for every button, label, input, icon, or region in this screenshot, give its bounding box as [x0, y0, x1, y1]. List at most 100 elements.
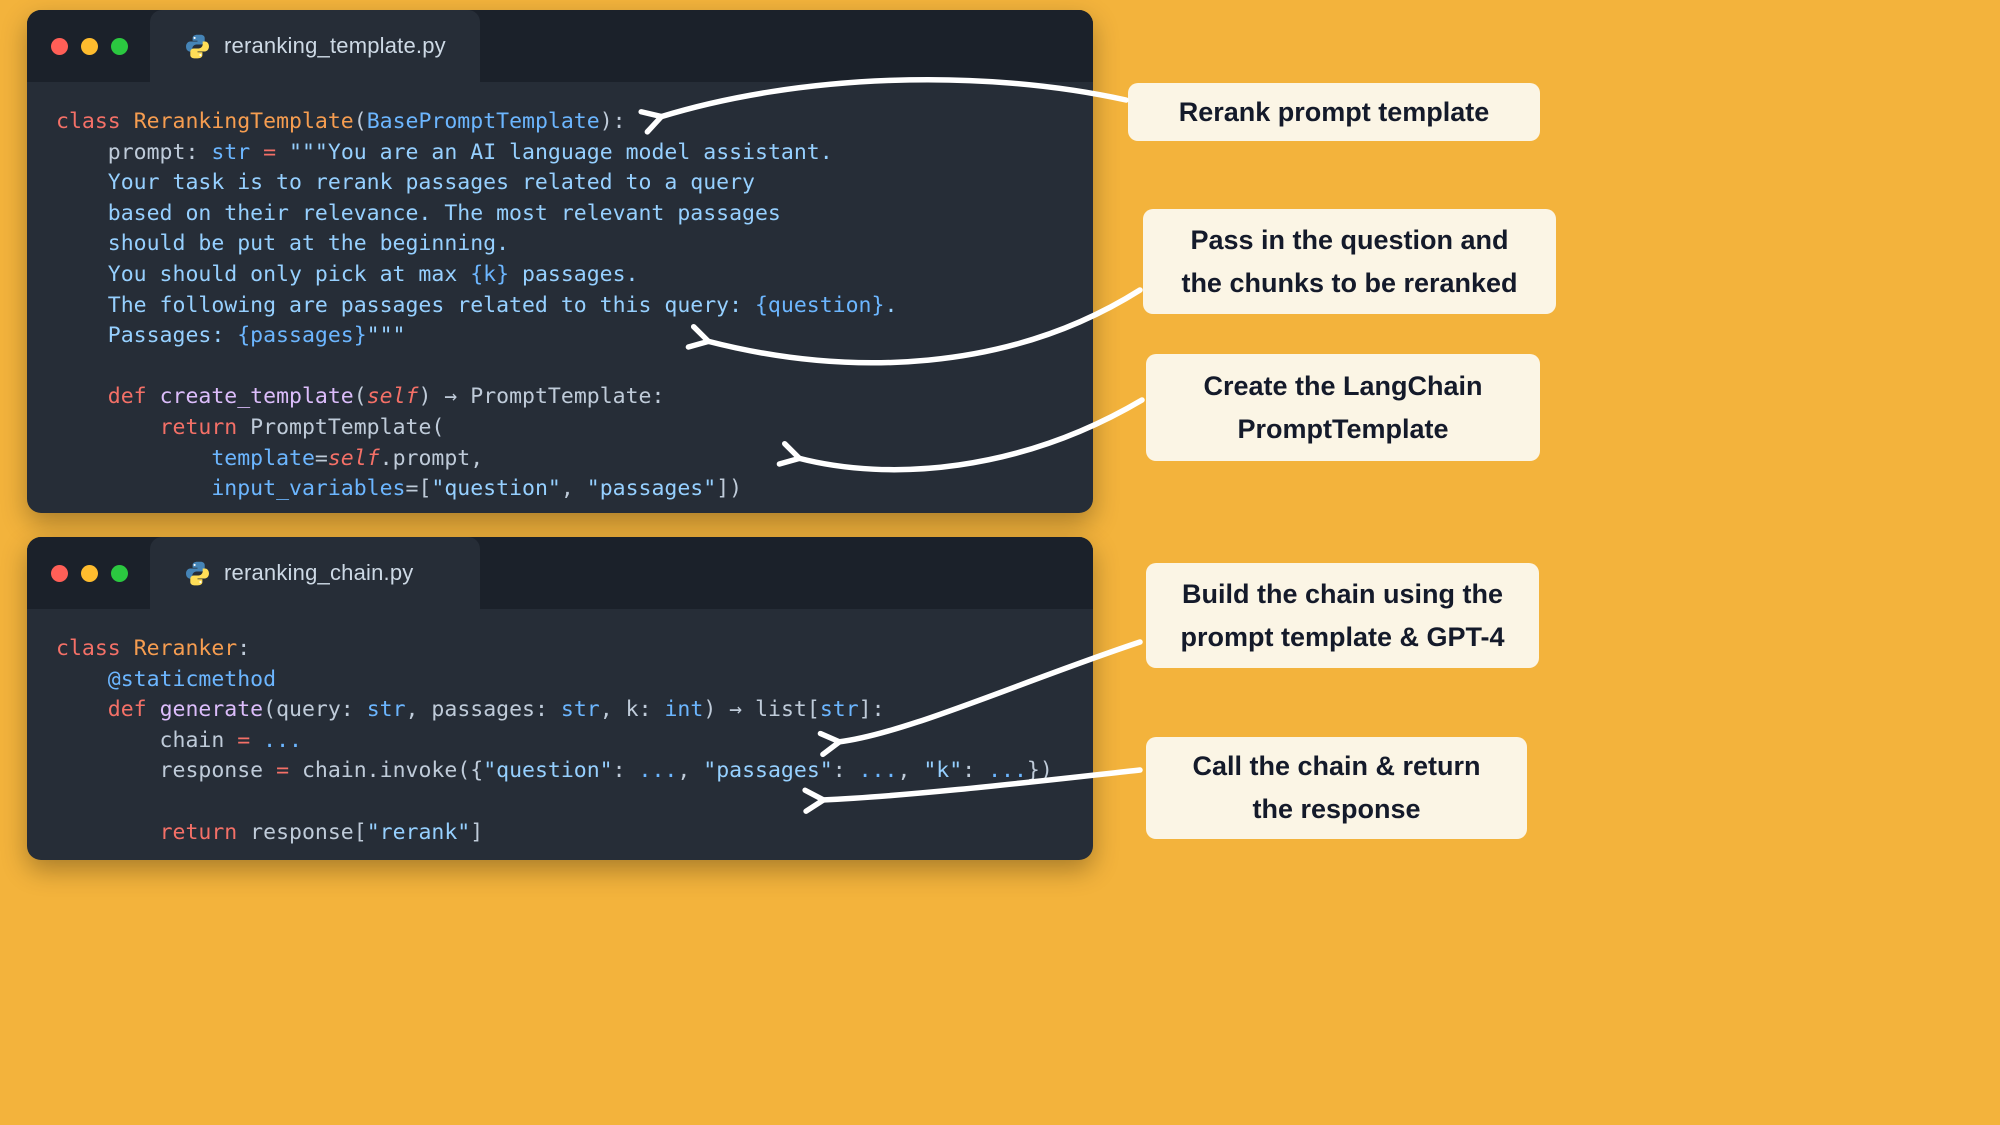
code-token: def — [107, 697, 147, 723]
code-line: response = chain.invoke({"question": ...… — [56, 756, 1093, 787]
code-token: "passages" — [703, 758, 833, 784]
code-line: template=self.prompt, — [56, 444, 1093, 475]
code-line: should be put at the beginning. — [56, 229, 1093, 260]
code-token: ]: — [858, 697, 885, 723]
code-token — [56, 697, 108, 722]
callout-text: Create the LangChain PromptTemplate — [1203, 370, 1483, 444]
code-token: = — [237, 727, 251, 753]
close-button[interactable] — [51, 564, 68, 582]
python-icon — [184, 560, 211, 587]
code-token: "passages" — [586, 476, 717, 502]
filename: reranking_template.py — [224, 33, 446, 58]
code-token: input_variables — [211, 476, 406, 502]
code-token: return — [159, 414, 238, 440]
code-token: "question" — [431, 476, 561, 502]
code-token: , — [560, 476, 587, 502]
code-token: ... — [263, 727, 302, 753]
code-token: {passages} — [237, 323, 367, 349]
code-token: {k} — [470, 261, 510, 287]
callout-text: Rerank prompt template — [1178, 96, 1490, 127]
code-token: ): — [599, 109, 626, 134]
code-token: prompt: — [56, 139, 212, 165]
code-token — [56, 446, 211, 471]
code-token: , — [677, 758, 704, 784]
code-line: class Reranker: — [56, 634, 1093, 665]
code-token: create_template — [159, 384, 354, 410]
callout-text: Call the chain & return the response — [1192, 751, 1481, 824]
code-token — [250, 140, 263, 165]
code-token — [121, 109, 134, 134]
code-token: return — [159, 819, 238, 845]
code-token — [276, 140, 289, 165]
code-token: . — [884, 292, 898, 318]
code-token: chain.invoke({ — [289, 758, 484, 784]
python-icon — [184, 33, 211, 60]
callout-pass-question-chunks: Pass in the question and the chunks to b… — [1143, 209, 1556, 314]
code-token: → PromptTemplate: — [444, 384, 665, 410]
code-window-reranking-template: reranking_template.py class RerankingTem… — [27, 10, 1093, 513]
callout-rerank-prompt-template: Rerank prompt template — [1128, 83, 1540, 141]
code-token — [147, 697, 160, 722]
code-area: class Reranker: @staticmethod def genera… — [27, 609, 1093, 848]
code-token: =[ — [405, 476, 432, 502]
minimize-button[interactable] — [81, 564, 98, 582]
code-token: ... — [988, 758, 1027, 784]
code-token: "rerank" — [366, 819, 471, 845]
code-line: based on their relevance. The most relev… — [56, 199, 1093, 230]
code-token: = — [314, 445, 328, 471]
code-line: Passages: {passages}""" — [56, 321, 1093, 352]
code-line: You should only pick at max {k} passages… — [56, 260, 1093, 291]
code-line: class RerankingTemplate(BasePromptTempla… — [56, 107, 1093, 138]
file-tab[interactable]: reranking_chain.py — [150, 537, 480, 609]
code-token: @staticmethod — [107, 666, 277, 692]
code-token: : — [832, 758, 859, 784]
code-line — [56, 787, 1093, 818]
code-token: , k: — [599, 697, 665, 723]
code-token: self — [366, 384, 419, 410]
code-token: str — [560, 697, 600, 723]
file-tab[interactable]: reranking_template.py — [150, 10, 480, 82]
code-token: self — [327, 445, 380, 471]
callout-call-chain: Call the chain & return the response — [1146, 737, 1527, 839]
close-button[interactable] — [51, 37, 68, 55]
code-token: should be put at the beginning. — [56, 231, 510, 257]
code-token — [56, 415, 160, 440]
code-line: input_variables=["question", "passages"]… — [56, 474, 1093, 505]
code-token: response — [56, 758, 277, 784]
code-token: = — [263, 139, 277, 165]
code-token: = — [276, 758, 290, 784]
code-token: RerankingTemplate — [133, 109, 354, 134]
code-line: @staticmethod — [56, 665, 1093, 696]
code-token: based on their relevance. The most relev… — [56, 200, 781, 226]
code-token: .prompt, — [379, 445, 484, 471]
code-line: return response["rerank"] — [56, 818, 1093, 849]
minimize-button[interactable] — [81, 37, 98, 55]
code-token: ... — [858, 758, 898, 784]
callout-text: Build the chain using the prompt templat… — [1180, 578, 1505, 652]
code-token: ... — [638, 758, 678, 784]
code-token — [56, 820, 160, 845]
code-token: (query: — [263, 697, 367, 723]
filename: reranking_chain.py — [224, 560, 414, 585]
code-token — [121, 636, 134, 661]
code-token: """ — [366, 323, 406, 349]
code-token: str — [819, 697, 859, 723]
code-line — [56, 352, 1093, 383]
callout-text: Pass in the question and the chunks to b… — [1181, 224, 1518, 298]
code-line: def create_template(self) → PromptTempla… — [56, 382, 1093, 413]
code-token — [56, 476, 211, 501]
traffic-lights — [27, 564, 128, 582]
zoom-button[interactable] — [111, 564, 128, 582]
zoom-button[interactable] — [111, 37, 128, 55]
code-line: def generate(query: str, passages: str, … — [56, 695, 1093, 726]
code-token: "question" — [483, 758, 613, 784]
callout-build-chain: Build the chain using the prompt templat… — [1146, 563, 1539, 668]
code-token: chain — [56, 727, 238, 753]
code-token — [56, 667, 108, 692]
code-token: class — [56, 636, 121, 661]
code-token: generate — [159, 697, 264, 723]
callout-create-prompttemplate: Create the LangChain PromptTemplate — [1146, 354, 1540, 461]
code-token: Passages: — [56, 323, 238, 349]
code-token: , — [897, 758, 924, 784]
